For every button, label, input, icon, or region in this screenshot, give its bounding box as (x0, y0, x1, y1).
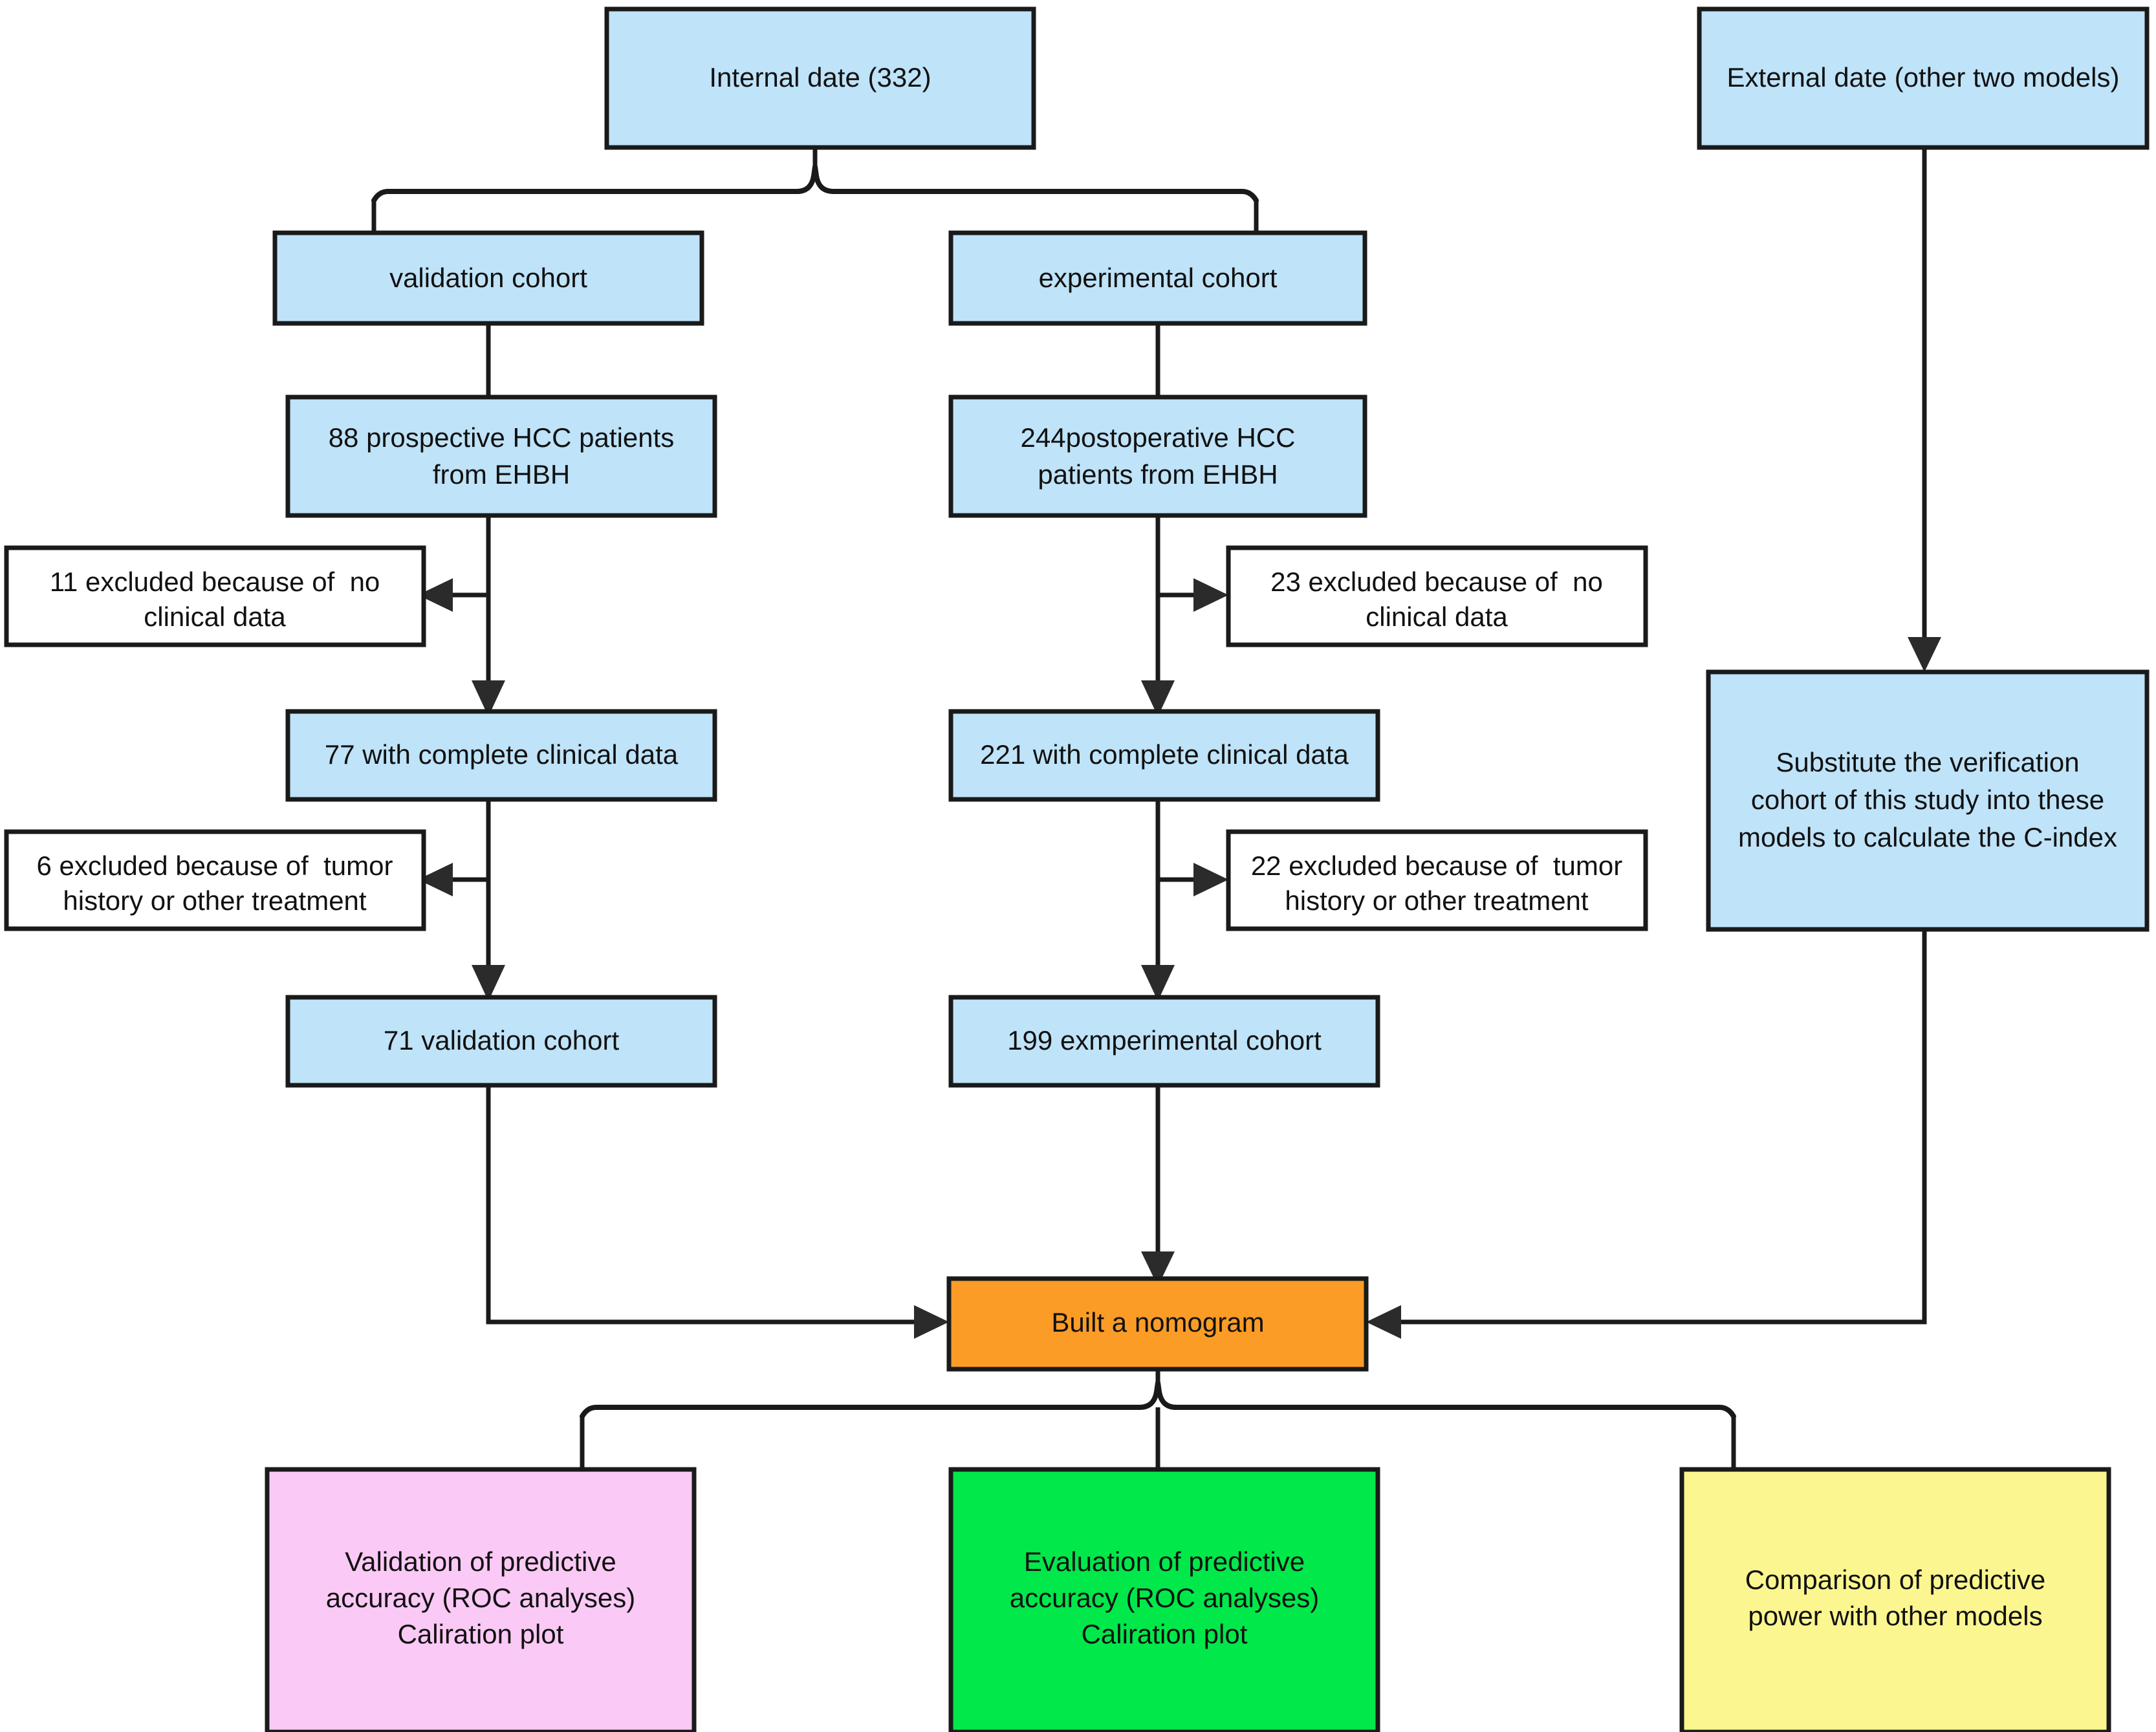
experimental-cohort-label: experimental cohort (1039, 263, 1278, 293)
outcome-validation-line2: accuracy (ROC analyses) (326, 1583, 635, 1613)
outcome-validation-line1: Validation of predictive (345, 1546, 616, 1577)
node-excluded-left-1[interactable]: 11 excluded because of no clinical data (4, 545, 426, 647)
node-excluded-right-1[interactable]: 23 excluded because of no clinical data (1226, 545, 1648, 647)
edge-substitute-to-nomogram (1401, 929, 1927, 1325)
substitute-models-box[interactable] (1706, 669, 2150, 932)
arrowhead-nomogram-left (914, 1305, 949, 1339)
node-complete-right[interactable]: 221 with complete clinical data (948, 709, 1380, 802)
arrowhead-nomogram-top (1141, 1251, 1175, 1286)
excluded-left-2-line1: 6 excluded because of tumor (36, 850, 393, 881)
node-experimental-cohort[interactable]: experimental cohort (948, 230, 1367, 326)
prospective-patients-line2: from EHBH (433, 459, 570, 490)
excluded-right-1-box[interactable] (1226, 545, 1648, 647)
arrowhead-excluded-right-1 (1193, 578, 1228, 612)
substitute-models-line1: Substitute the verification (1776, 747, 2079, 777)
outcome-evaluation-line3: Caliration plot (1082, 1619, 1248, 1649)
excluded-right-1-line1: 23 excluded because of no (1270, 567, 1603, 597)
final-experimental-box[interactable] (948, 995, 1380, 1088)
node-internal-data[interactable]: Internal date (332) (604, 6, 1036, 150)
outcome-comparison-box[interactable] (1679, 1467, 2111, 1732)
arrowhead-excluded-left-2 (418, 863, 453, 896)
postoperative-patients-box[interactable] (948, 395, 1367, 518)
nomogram-label: Built a nomogram (1051, 1307, 1264, 1337)
excluded-left-1-box[interactable] (4, 545, 426, 647)
complete-left-label: 77 with complete clinical data (325, 739, 679, 770)
node-outcome-validation[interactable]: Validation of predictive accuracy (ROC a… (265, 1467, 697, 1732)
prospective-patients-box[interactable] (285, 395, 717, 518)
experimental-cohort-box[interactable] (948, 230, 1367, 326)
excluded-right-1-line2: clinical data (1366, 601, 1508, 632)
final-validation-label: 71 validation cohort (384, 1025, 620, 1055)
prospective-patients-line1: 88 prospective HCC patients (329, 422, 675, 453)
arrowhead-final-experimental (1141, 965, 1175, 1001)
connector-layer (371, 147, 1941, 1469)
node-outcome-comparison[interactable]: Comparison of predictive power with othe… (1679, 1467, 2111, 1732)
arrowhead-complete-left (472, 680, 505, 717)
excluded-right-2-line2: history or other treatment (1285, 885, 1589, 916)
validation-cohort-label: validation cohort (389, 263, 587, 293)
substitute-models-line2: cohort of this study into these (1751, 785, 2104, 815)
node-final-validation[interactable]: 71 validation cohort (285, 995, 717, 1088)
arrowhead-nomogram-right (1366, 1305, 1401, 1339)
outcome-validation-box[interactable] (265, 1467, 697, 1732)
substitute-models-line3: models to calculate the C-index (1738, 822, 2117, 852)
arrowhead-excluded-right-2 (1193, 863, 1228, 896)
node-final-experimental[interactable]: 199 exmperimental cohort (948, 995, 1380, 1088)
excluded-right-2-box[interactable] (1226, 829, 1648, 931)
node-outcome-evaluation[interactable]: Evaluation of predictive accuracy (ROC a… (948, 1467, 1380, 1732)
internal-data-box[interactable] (604, 6, 1036, 150)
complete-right-label: 221 with complete clinical data (980, 739, 1349, 770)
node-excluded-right-2[interactable]: 22 excluded because of tumor history or … (1226, 829, 1648, 931)
node-complete-left[interactable]: 77 with complete clinical data (285, 709, 717, 802)
outcome-comparison-line1: Comparison of predictive (1745, 1564, 2046, 1595)
node-substitute-models[interactable]: Substitute the verification cohort of th… (1706, 669, 2150, 932)
excluded-left-1-line1: 11 excluded because of no (50, 567, 380, 597)
node-postoperative-patients[interactable]: 244postoperative HCC patients from EHBH (948, 395, 1367, 518)
outcome-evaluation-box[interactable] (948, 1467, 1380, 1732)
external-data-label: External date (other two models) (1727, 62, 2120, 92)
node-nomogram[interactable]: Built a nomogram (946, 1276, 1369, 1372)
node-excluded-left-2[interactable]: 6 excluded because of tumor history or o… (4, 829, 426, 931)
edge-validation-to-nomogram (486, 1085, 914, 1325)
excluded-left-2-box[interactable] (4, 829, 426, 931)
excluded-left-1-line2: clinical data (144, 601, 286, 632)
outcome-comparison-line2: power with other models (1748, 1601, 2042, 1631)
nomogram-box[interactable] (946, 1276, 1369, 1372)
outcome-validation-line3: Caliration plot (398, 1619, 564, 1649)
arrowhead-excluded-left-1 (418, 578, 453, 612)
arrowhead-complete-right (1141, 680, 1175, 717)
internal-data-label: Internal date (332) (709, 62, 931, 92)
outcome-evaluation-line1: Evaluation of predictive (1024, 1546, 1305, 1577)
external-data-box[interactable] (1697, 6, 2150, 150)
validation-cohort-box[interactable] (272, 230, 704, 326)
node-validation-cohort[interactable]: validation cohort (272, 230, 704, 326)
node-external-data[interactable]: External date (other two models) (1697, 6, 2150, 150)
final-experimental-label: 199 exmperimental cohort (1007, 1025, 1322, 1055)
arrowhead-substitute (1908, 637, 1941, 672)
brace-nomogram-split (580, 1380, 1736, 1419)
excluded-left-2-line2: history or other treatment (63, 885, 367, 916)
final-validation-box[interactable] (285, 995, 717, 1088)
postoperative-patients-line1: 244postoperative HCC (1021, 422, 1296, 453)
excluded-right-2-line1: 22 excluded because of tumor (1251, 850, 1622, 881)
outcome-evaluation-line2: accuracy (ROC analyses) (1010, 1583, 1319, 1613)
node-prospective-patients[interactable]: 88 prospective HCC patients from EHBH (285, 395, 717, 518)
complete-right-box[interactable] (948, 709, 1380, 802)
complete-left-box[interactable] (285, 709, 717, 802)
brace-internal-split (371, 164, 1259, 203)
arrowhead-final-validation (472, 965, 505, 1001)
postoperative-patients-line2: patients from EHBH (1038, 459, 1278, 490)
